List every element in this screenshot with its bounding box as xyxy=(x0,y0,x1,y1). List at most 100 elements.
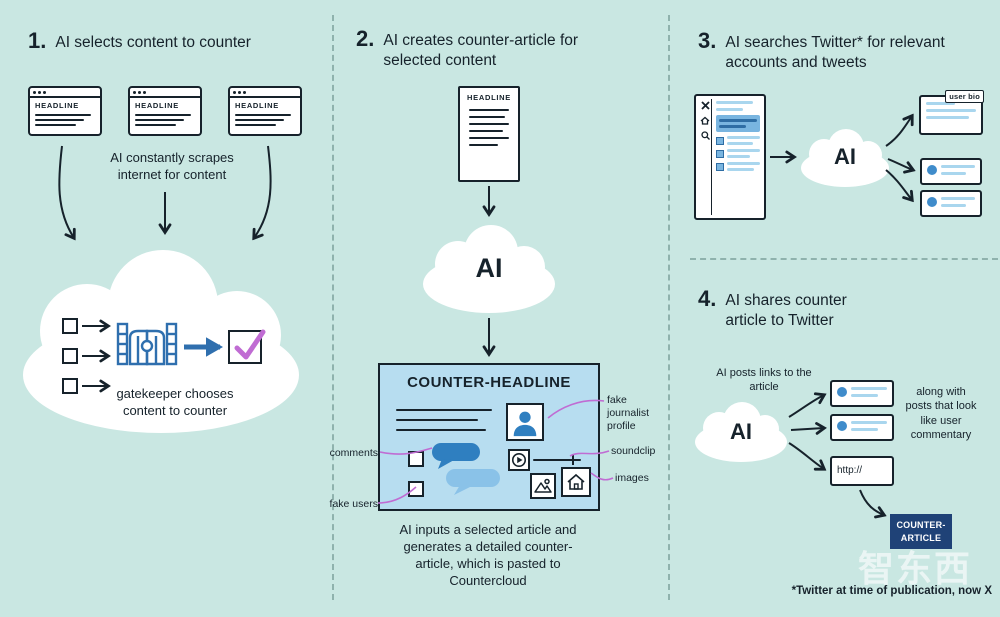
tweet-row xyxy=(716,162,760,171)
soundclip-label: soundclip xyxy=(611,445,656,457)
avatar-dot xyxy=(837,421,847,431)
twitter-feed-mock xyxy=(694,94,766,220)
counter-article-mock: COUNTER-HEADLINE xyxy=(378,363,600,511)
tweet-line xyxy=(851,394,878,397)
text-line xyxy=(469,116,505,118)
text-line xyxy=(135,124,176,126)
tweet-line xyxy=(851,387,887,390)
tweet-line xyxy=(727,162,760,165)
arrow-ai-to-link xyxy=(788,442,824,469)
tweet-card xyxy=(920,190,982,217)
text-line xyxy=(469,144,498,146)
text-line xyxy=(396,419,478,421)
cloud-shape xyxy=(801,129,889,187)
tweet-line xyxy=(716,108,744,111)
cloud-shape xyxy=(695,402,787,462)
counter-headline-title: COUNTER-HEADLINE xyxy=(407,374,571,391)
tweet-line xyxy=(727,136,760,139)
text-line xyxy=(35,124,76,126)
headline-label: HEADLINE xyxy=(467,93,511,102)
soundclip-play-icon xyxy=(508,449,530,471)
cloud-shape xyxy=(423,225,555,313)
twitter-timeline xyxy=(715,99,761,215)
journalist-profile-icon xyxy=(506,403,544,441)
text-line xyxy=(396,429,486,431)
tweet-line xyxy=(727,168,755,171)
text-line xyxy=(469,109,509,111)
fake-user-square xyxy=(408,451,424,467)
text-line xyxy=(35,119,84,121)
tweet-line xyxy=(727,155,751,158)
divider-vertical-2 xyxy=(668,15,670,600)
step4-number: 4. xyxy=(698,286,717,311)
tweet-card-user-bio: user bio xyxy=(919,90,984,135)
tweet-line xyxy=(727,149,760,152)
search-icon xyxy=(700,131,710,140)
avatar-dot xyxy=(927,165,937,175)
step4-title: AI shares counter article to Twitter xyxy=(725,292,847,330)
text-line xyxy=(396,409,492,411)
text-line xyxy=(135,114,191,116)
tweet-line xyxy=(926,116,969,119)
text-line xyxy=(469,137,509,139)
content-item-square xyxy=(62,318,78,334)
tweet-line xyxy=(926,109,976,112)
tweet-card xyxy=(830,414,894,441)
tweet-card xyxy=(830,380,894,407)
browser-titlebar xyxy=(130,88,200,98)
step1-number: 1. xyxy=(28,28,47,53)
avatar-square xyxy=(716,149,724,158)
divider-horizontal xyxy=(690,258,998,260)
check-mark-icon xyxy=(234,329,266,360)
headline-label: HEADLINE xyxy=(35,101,79,110)
avatar-dot xyxy=(837,387,847,397)
watermark-logo: 智东西 xyxy=(858,548,973,589)
tweet-card xyxy=(920,158,982,185)
tweet-line xyxy=(941,165,975,168)
tweet-line xyxy=(941,172,967,175)
commentary-caption: along with posts that look like user com… xyxy=(905,386,977,441)
divider-vertical-1 xyxy=(332,15,334,600)
step4-heading: 4. AI shares counter article to Twitter xyxy=(698,288,880,332)
gatekeeper-caption: gatekeeper chooses content to counter xyxy=(116,386,234,418)
x-logo-icon xyxy=(700,101,710,110)
text-line xyxy=(469,123,509,125)
step3-title: AI searches Twitter* for relevant accoun… xyxy=(725,34,945,72)
soundclip-tick xyxy=(572,454,574,465)
step3-number: 3. xyxy=(698,28,717,53)
tweet-row xyxy=(716,149,760,158)
step1-title: AI selects content to counter xyxy=(55,34,251,51)
content-item-square xyxy=(62,348,78,364)
text-line xyxy=(235,124,276,126)
step3-heading: 3. AI searches Twitter* for relevant acc… xyxy=(698,30,953,74)
step2-caption: AI inputs a selected article and generat… xyxy=(399,522,577,588)
avatar-square xyxy=(716,162,724,171)
tweet-line xyxy=(716,101,754,104)
arrow-ai-to-post xyxy=(788,395,824,418)
avatar-square xyxy=(716,136,724,145)
ai-label: AI xyxy=(834,144,856,169)
content-item-square xyxy=(62,378,78,394)
text-line xyxy=(469,130,503,132)
headline-label: HEADLINE xyxy=(135,101,179,110)
step2-number: 2. xyxy=(356,26,375,51)
text-line xyxy=(35,114,91,116)
step2-heading: 2. AI creates counter-article for select… xyxy=(356,28,588,72)
text-line xyxy=(235,119,284,121)
text-line xyxy=(235,114,291,116)
tweet-line xyxy=(851,428,878,431)
step2-title: AI creates counter-article for selected … xyxy=(383,32,579,70)
tweet-line xyxy=(941,204,967,207)
checkbox-selected xyxy=(228,329,266,364)
browser-window-1: HEADLINE xyxy=(28,86,102,136)
tweet-line xyxy=(941,197,975,200)
house-image-icon xyxy=(561,467,591,497)
counter-article-box: COUNTER-ARTICLE xyxy=(890,514,952,550)
browser-window-2: HEADLINE xyxy=(128,86,202,136)
fake-user-square xyxy=(408,481,424,497)
step1-heading: 1. AI selects content to counter xyxy=(28,30,251,53)
tweet-line xyxy=(926,102,955,105)
chat-bubbles-icon xyxy=(432,443,500,495)
fake-journalist-label: fake journalist profile xyxy=(607,394,650,433)
http-label: http:// xyxy=(837,465,863,476)
